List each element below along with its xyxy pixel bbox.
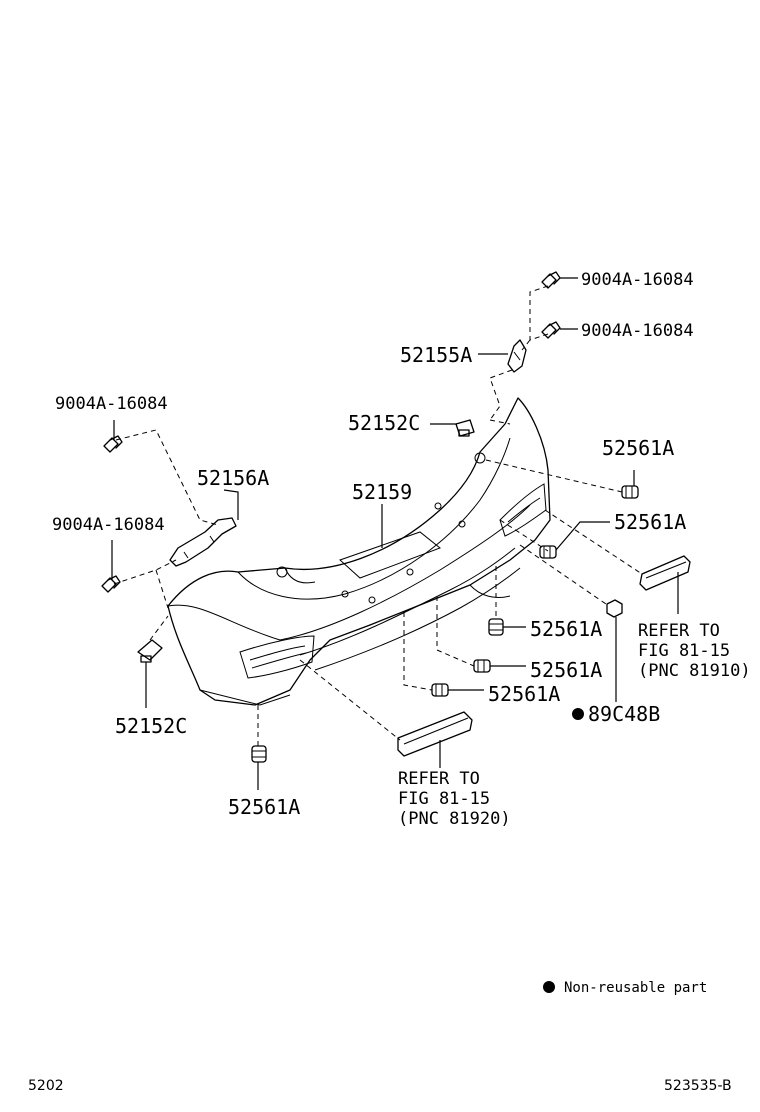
clip-52561a-6 — [251, 745, 267, 763]
bolt-left-2 — [101, 575, 121, 593]
label-retainer-52156a: 52156A — [197, 466, 269, 490]
refer-note-right: REFER TO FIG 81-15 (PNC 81910) — [638, 621, 751, 681]
footer-right-code: 523535-B — [664, 1078, 732, 1094]
clip-52561a-5 — [431, 683, 449, 697]
label-retainer-52155a: 52155A — [400, 343, 472, 367]
label-clip-52152c-top: 52152C — [348, 411, 420, 435]
refer-right-line2: FIG 81-15 — [638, 641, 730, 661]
legend-text: Non-reusable part — [564, 980, 707, 996]
label-bolt-left-1: 9004A-16084 — [55, 394, 168, 414]
bolt-top-1 — [541, 271, 561, 289]
refer-right-line3: (PNC 81910) — [638, 661, 751, 681]
non-reusable-dot-icon — [572, 708, 584, 720]
clip-52152c-bottom — [137, 639, 163, 663]
label-clip-52561a-5: 52561A — [488, 682, 560, 706]
legend: Non-reusable part — [543, 980, 707, 996]
label-bolt-left-2: 9004A-16084 — [52, 515, 165, 535]
clip-52561a-4 — [473, 659, 491, 673]
refer-note-bottom: REFER TO FIG 81-15 (PNC 81920) — [398, 769, 511, 829]
label-clip-52561a-3: 52561A — [530, 617, 602, 641]
legend-dot-icon — [543, 981, 555, 993]
label-nut-89c48b: 89C48B — [588, 702, 660, 726]
leader-lines — [111, 277, 679, 790]
assembly-lines — [113, 285, 643, 746]
label-bolt-top-2: 9004A-16084 — [581, 321, 694, 341]
bolt-left-1 — [103, 435, 123, 453]
refer-bottom-line2: FIG 81-15 — [398, 789, 490, 809]
clip-52561a-3 — [488, 618, 504, 636]
label-bolt-top-1: 9004A-16084 — [581, 270, 694, 290]
bumper-cover — [167, 397, 551, 706]
reflector-right — [639, 555, 691, 591]
clip-52561a-2 — [539, 545, 557, 559]
nut-89c48b — [606, 599, 623, 618]
clip-52152c-top — [455, 419, 475, 437]
clip-52561a-1 — [621, 485, 639, 499]
refer-bottom-line1: REFER TO — [398, 769, 480, 789]
label-clip-52561a-6: 52561A — [228, 795, 300, 819]
label-clip-52152c-bottom: 52152C — [115, 714, 187, 738]
label-clip-52561a-1: 52561A — [602, 436, 674, 460]
bolt-top-2 — [541, 321, 561, 339]
label-cover-52159: 52159 — [352, 480, 412, 504]
reflector-bottom — [397, 711, 473, 757]
label-clip-52561a-4: 52561A — [530, 658, 602, 682]
refer-bottom-line3: (PNC 81920) — [398, 809, 511, 829]
refer-right-line1: REFER TO — [638, 621, 720, 641]
retainer-52156a — [169, 517, 237, 567]
footer-left-code: 5202 — [28, 1078, 64, 1094]
label-clip-52561a-2: 52561A — [614, 510, 686, 534]
retainer-52155a — [507, 339, 527, 373]
